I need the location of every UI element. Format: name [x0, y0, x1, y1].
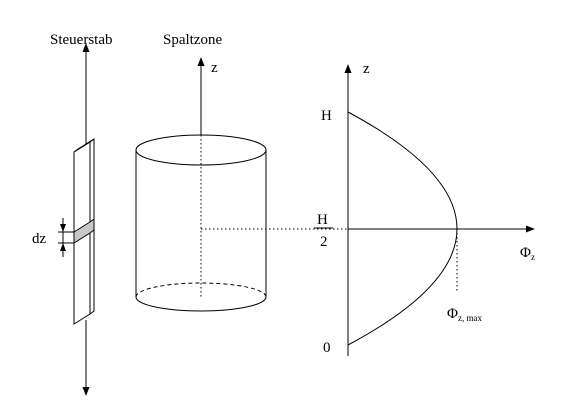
dz-label: dz	[32, 231, 47, 247]
dz-arrow-bottom	[60, 243, 66, 251]
flux-z-label: z	[363, 61, 370, 77]
control-rod-label: Steuerstab	[50, 32, 112, 48]
phi-max-subscript: z, max	[458, 313, 482, 323]
core-bottom-back	[135, 282, 267, 298]
flux-profile	[344, 64, 535, 356]
core-bottom-front	[135, 296, 267, 312]
h-half-denominator: 2	[320, 234, 328, 250]
dz-arrow-top	[60, 224, 66, 232]
phi-max-symbol: Φ	[447, 306, 458, 322]
core-label: Spaltzone	[163, 32, 222, 48]
core-cylinder	[135, 57, 348, 312]
flux-curve	[347, 111, 458, 346]
phi-axis-subscript: z	[531, 252, 535, 262]
core-z-label: z	[211, 60, 218, 76]
control-rod-plate-top	[73, 138, 95, 153]
phi-max-label: Φz, max	[447, 306, 482, 323]
phi-axis-label: Φz	[520, 245, 535, 262]
h-half-numerator: H	[317, 212, 328, 228]
control-rod	[58, 43, 95, 396]
phi-axis-symbol: Φ	[520, 245, 531, 261]
h-top-label: H	[321, 108, 332, 124]
zero-label: 0	[323, 340, 331, 356]
